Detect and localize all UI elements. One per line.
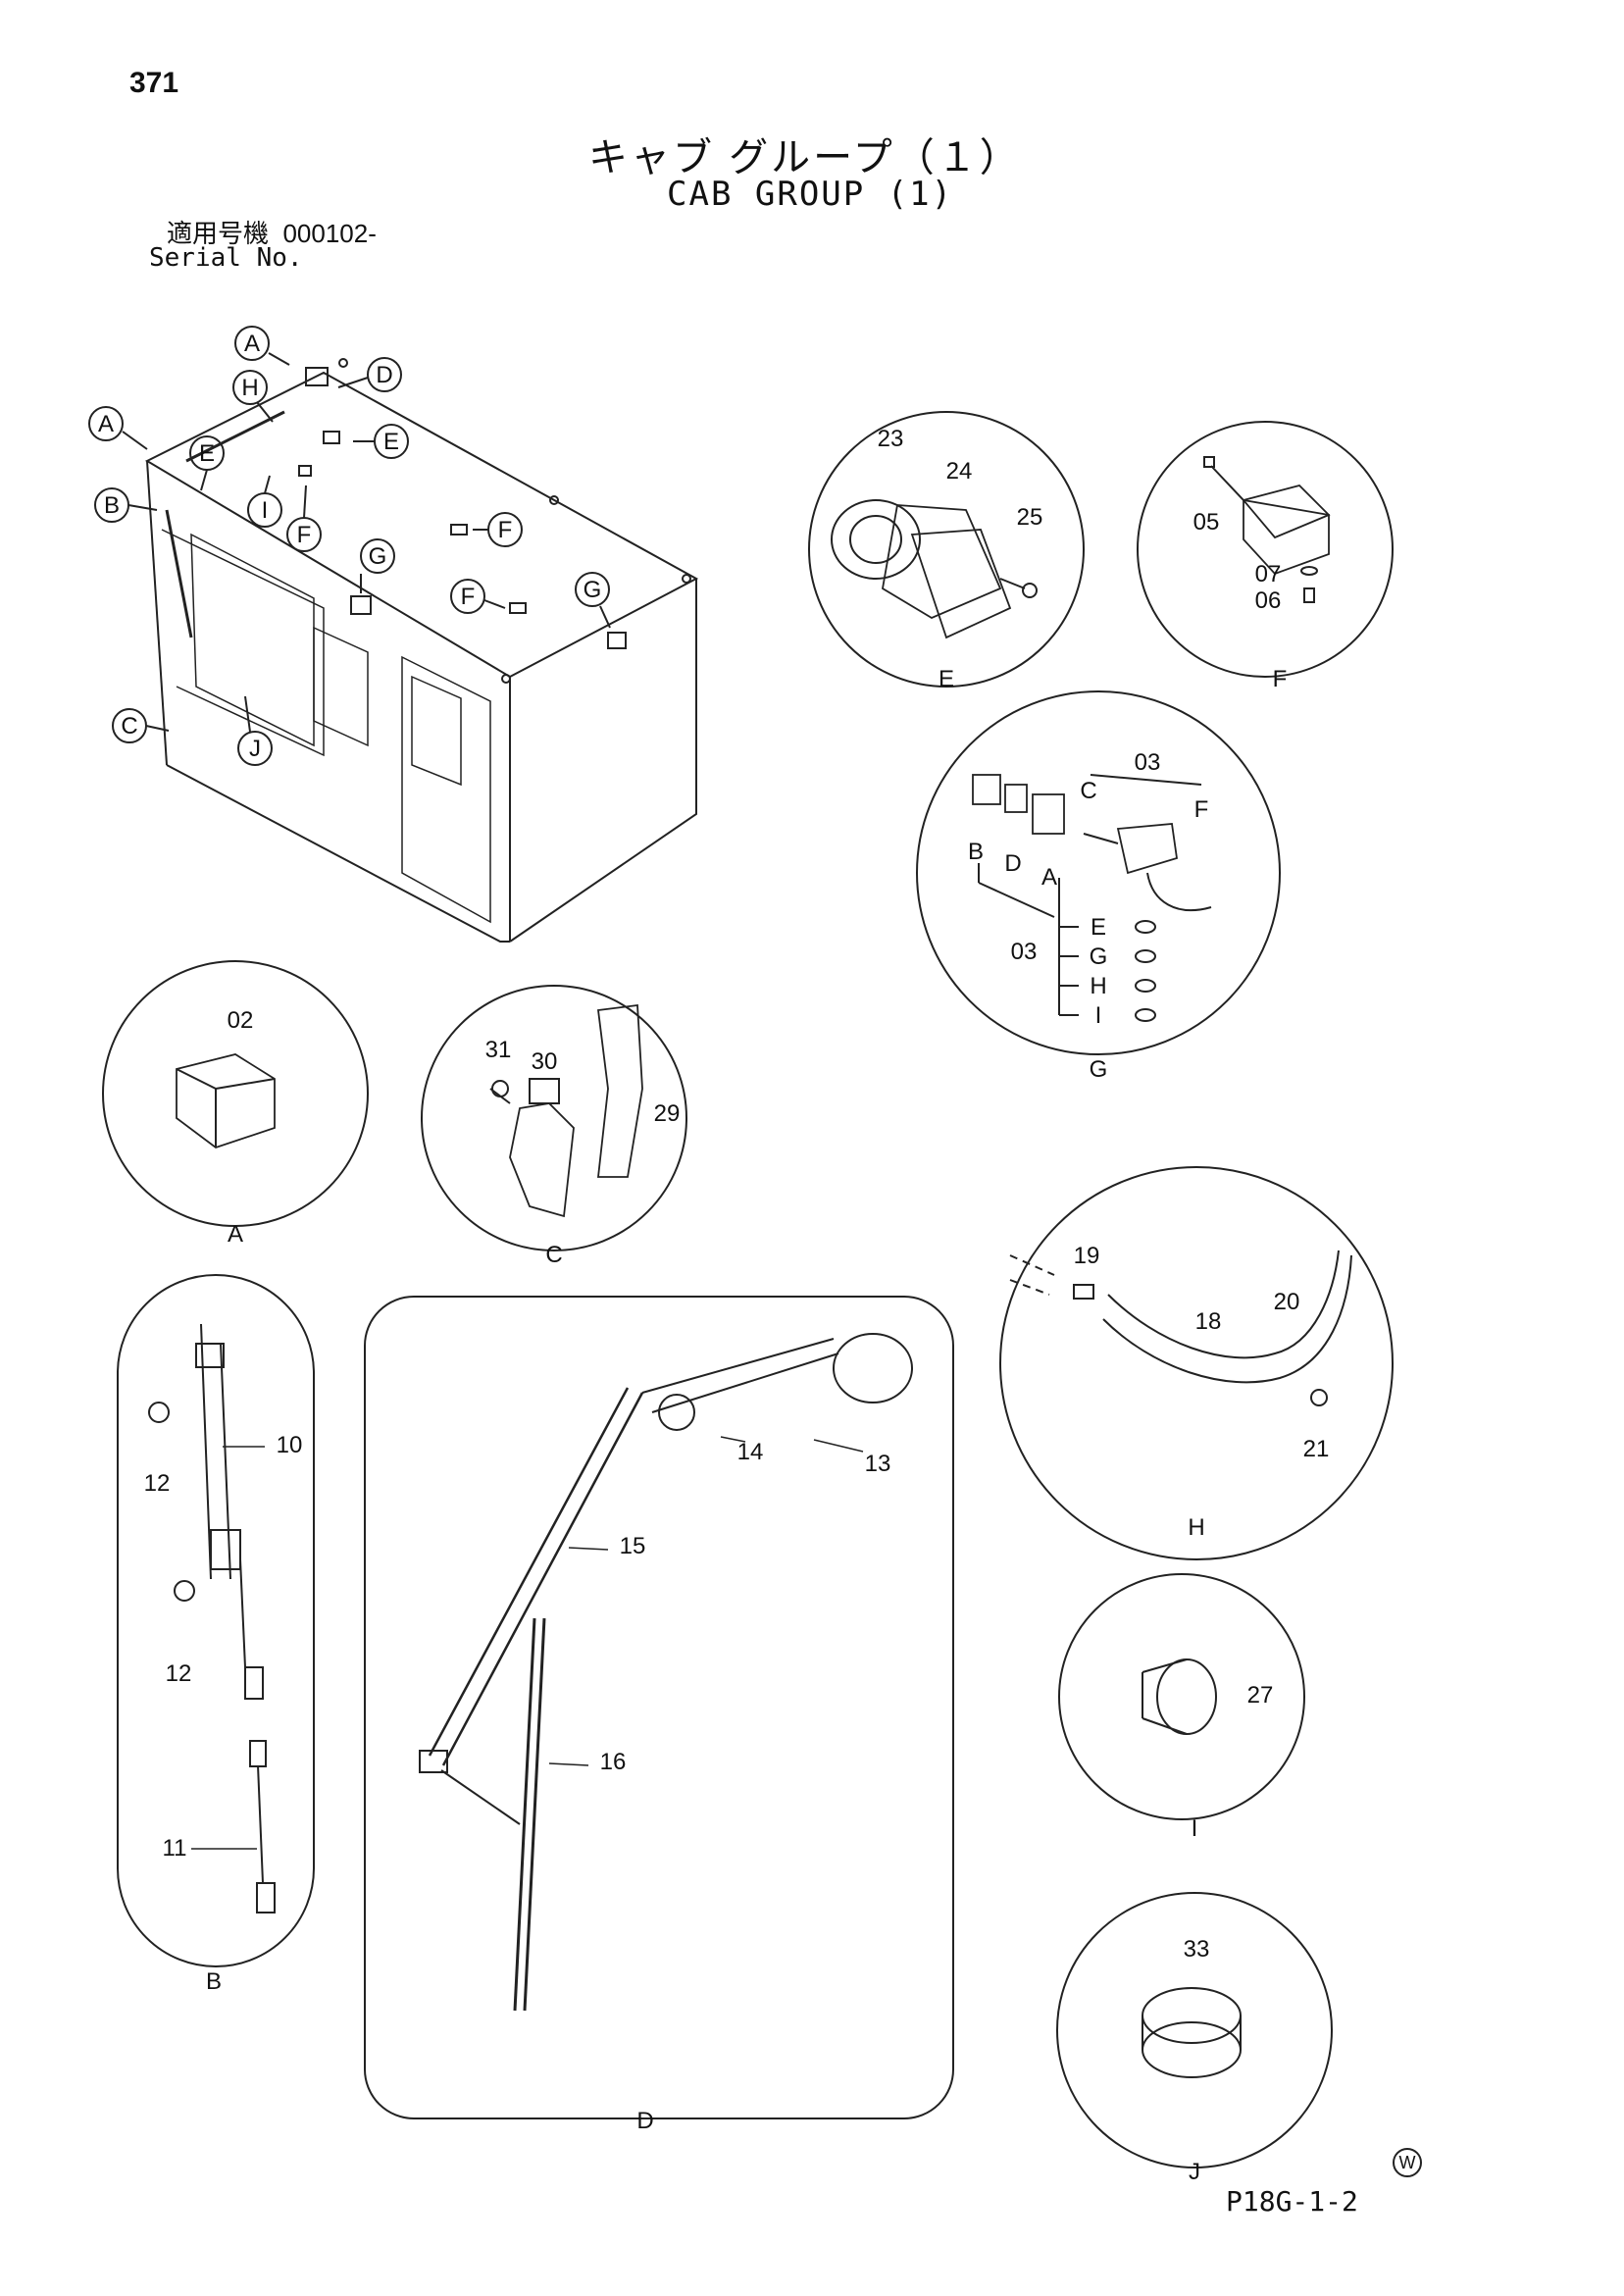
g-sub-d: D [1004, 850, 1021, 877]
g-sub-f: F [1194, 796, 1209, 823]
detail-c [421, 985, 687, 1251]
detail-label-e: E [939, 666, 954, 692]
detail-label-j: J [1189, 2159, 1200, 2185]
part-12-lower: 12 [166, 1660, 192, 1687]
serial-value: 000102- [282, 219, 377, 248]
callout-f-2: F [498, 517, 513, 543]
cab-assembly-drawing [144, 358, 699, 943]
part-07: 07 [1255, 561, 1282, 587]
detail-e [808, 411, 1085, 688]
callout-e-2: E [383, 429, 399, 455]
callout-d: D [376, 362, 392, 388]
g-sub-i: I [1095, 1002, 1102, 1029]
detail-label-h: H [1188, 1514, 1204, 1541]
callout-i: I [262, 497, 269, 524]
callout-e-1: E [199, 440, 215, 467]
callout-a-1: A [244, 331, 260, 357]
serial-label-en: Serial No. [149, 243, 303, 273]
part-13: 13 [865, 1451, 891, 1477]
document-code: P18G-1-2 [1226, 2185, 1358, 2218]
callout-f-1: F [297, 522, 312, 548]
detail-d [364, 1296, 954, 2119]
part-02: 02 [228, 1007, 254, 1034]
callout-g-2: G [584, 577, 602, 603]
part-31: 31 [485, 1037, 512, 1063]
g-sub-h: H [1090, 973, 1106, 999]
part-16: 16 [600, 1749, 627, 1775]
g-sub-c: C [1080, 778, 1096, 804]
part-10: 10 [277, 1432, 303, 1458]
part-25: 25 [1017, 504, 1043, 531]
detail-label-a: A [228, 1221, 243, 1248]
g-sub-g: G [1090, 944, 1108, 970]
detail-label-i: I [1192, 1815, 1198, 1842]
part-27: 27 [1247, 1682, 1274, 1709]
part-12-upper: 12 [144, 1470, 171, 1497]
serial-label-jp-text: 適用号機 [167, 219, 270, 248]
callout-c: C [121, 713, 137, 740]
part-05: 05 [1193, 509, 1220, 536]
part-24: 24 [946, 458, 973, 485]
w-mark-letter: W [1399, 2153, 1416, 2172]
part-21: 21 [1303, 1436, 1330, 1462]
part-23: 23 [878, 426, 904, 452]
callout-h: H [241, 375, 258, 401]
part-20: 20 [1274, 1289, 1300, 1315]
leader-lines [191, 1436, 864, 1850]
detail-label-g: G [1090, 1056, 1108, 1083]
part-14: 14 [737, 1439, 764, 1465]
main-callouts [88, 326, 611, 766]
part-30: 30 [532, 1048, 558, 1075]
part-03-top: 03 [1135, 749, 1161, 776]
page-title-jp: キャブ グループ（１） [588, 136, 1022, 179]
detail-i [1058, 1573, 1305, 1820]
detail-b [117, 1274, 315, 1967]
w-mark [1393, 2148, 1422, 2177]
detail-label-f: F [1273, 666, 1288, 692]
page-title-en: CAB GROUP (1) [667, 175, 954, 214]
callout-b: B [104, 492, 120, 519]
callout-g-1: G [369, 543, 387, 570]
detail-f [1137, 421, 1394, 678]
g-sub-a: A [1041, 864, 1057, 891]
part-15: 15 [620, 1533, 646, 1559]
detail-label-c: C [545, 1242, 562, 1268]
g-sub-e: E [1091, 914, 1106, 941]
callout-f-3: F [461, 584, 476, 610]
detail-h [999, 1166, 1394, 1560]
page-number: 371 [129, 67, 179, 99]
detail-j [1056, 1892, 1333, 2168]
part-29: 29 [654, 1100, 681, 1127]
detail-label-b: B [206, 1968, 222, 1995]
detail-label-d: D [636, 2108, 653, 2134]
detail-g [916, 690, 1281, 1055]
detail-a [102, 960, 369, 1227]
callout-a-2: A [98, 411, 114, 437]
part-03-side: 03 [1011, 939, 1038, 965]
part-06: 06 [1255, 587, 1282, 614]
callout-j: J [249, 736, 261, 762]
g-sub-b: B [968, 839, 984, 865]
part-19: 19 [1074, 1243, 1100, 1269]
part-18: 18 [1195, 1308, 1222, 1335]
part-11: 11 [163, 1835, 187, 1862]
part-33: 33 [1184, 1936, 1210, 1963]
main-callout-labels: A A B C D E E F F F G G H I J [98, 331, 601, 762]
serial-label-jp: 適用号機 000102- [167, 214, 377, 250]
